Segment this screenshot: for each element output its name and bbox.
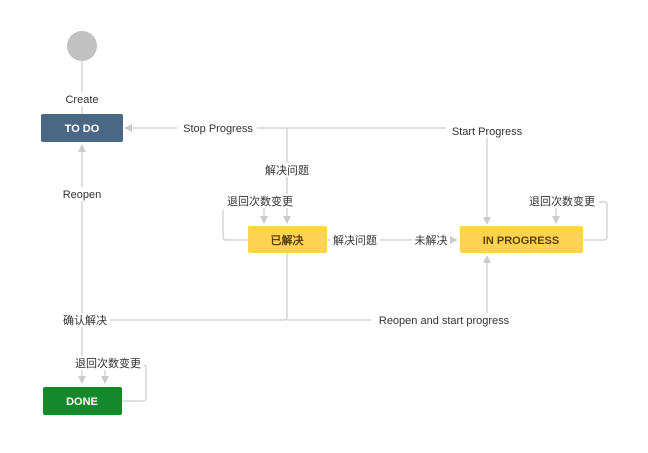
- resolve-issue-top-label[interactable]: 解决问题: [265, 163, 309, 177]
- reopen-and-start-label[interactable]: Reopen and start progress: [379, 315, 510, 327]
- rollback-done-label[interactable]: 退回次数变更: [75, 356, 141, 370]
- reopen-label[interactable]: Reopen: [63, 189, 102, 201]
- create-label: Create: [65, 94, 98, 106]
- confirm-resolve-label[interactable]: 确认解决: [63, 313, 107, 327]
- status-in-progress-label: IN PROGRESS: [483, 235, 559, 247]
- start-progress-label[interactable]: Start Progress: [452, 126, 523, 138]
- status-done[interactable]: DONE: [43, 387, 122, 415]
- rollback-resolved-label[interactable]: 退回次数变更: [227, 194, 293, 208]
- start-node: [67, 31, 97, 61]
- stop-progress-label[interactable]: Stop Progress: [183, 123, 253, 135]
- status-done-label: DONE: [66, 396, 98, 408]
- status-todo[interactable]: TO DO: [41, 114, 123, 142]
- unresolved-label[interactable]: 未解决: [415, 233, 448, 247]
- rollback-in-progress-label[interactable]: 退回次数变更: [529, 194, 595, 208]
- status-resolved-label: 已解决: [271, 233, 305, 247]
- status-todo-label: TO DO: [65, 123, 100, 135]
- resolve-issue-mid-label[interactable]: 解决问题: [333, 233, 377, 247]
- status-resolved[interactable]: 已解决: [248, 226, 327, 253]
- status-in-progress[interactable]: IN PROGRESS: [460, 226, 583, 253]
